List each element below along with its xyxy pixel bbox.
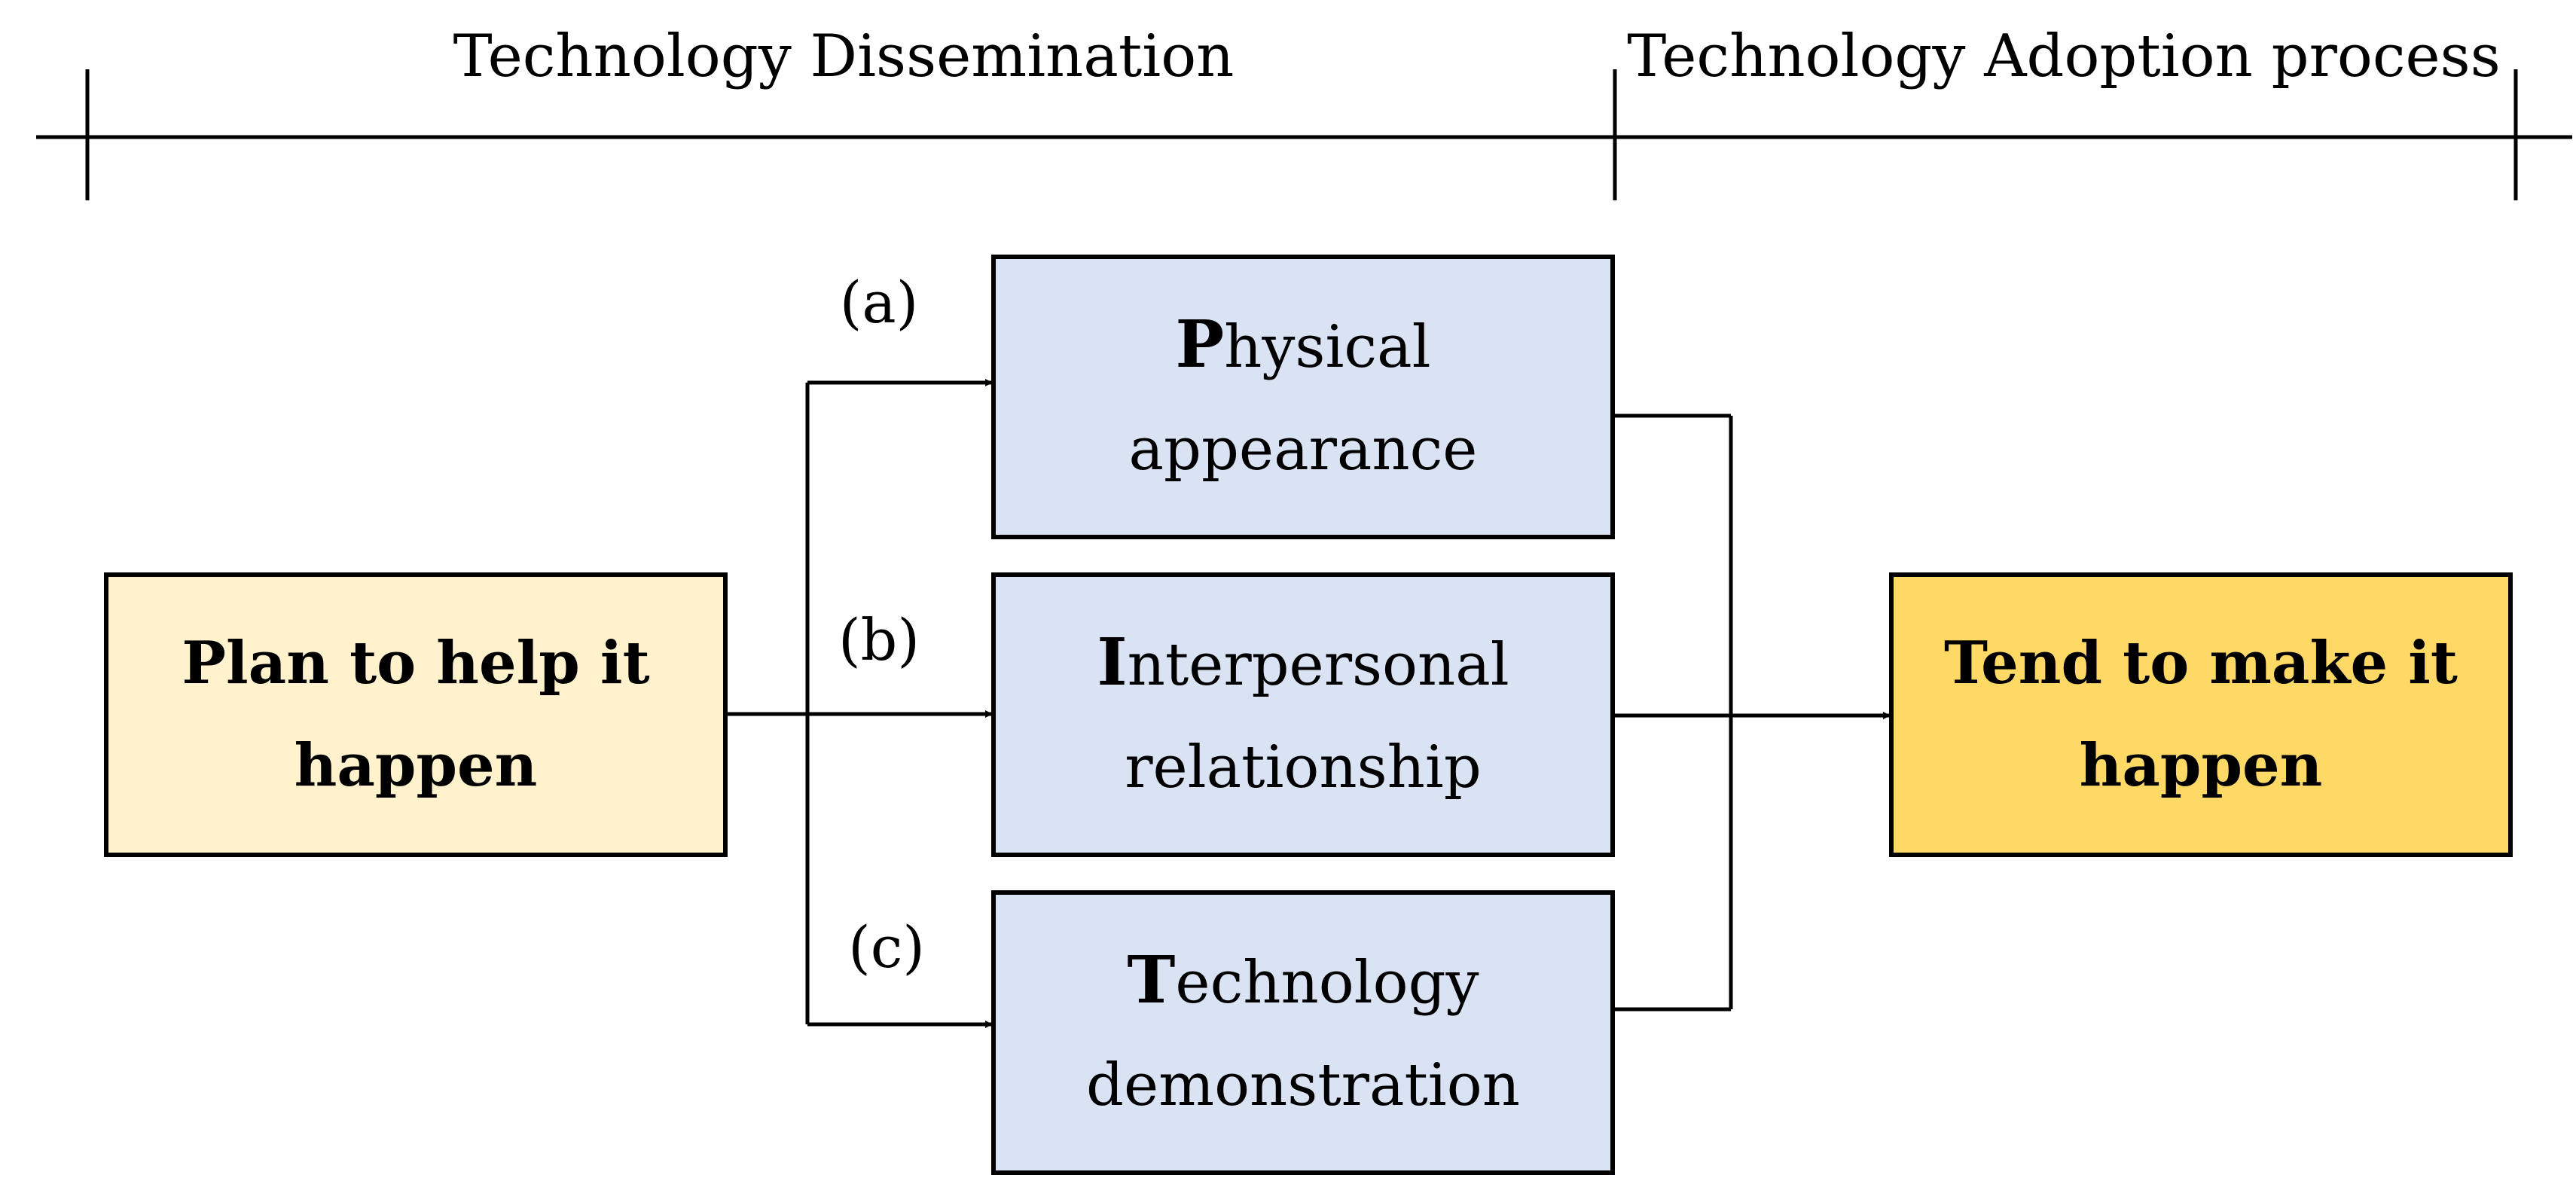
header-label-adoption: Technology Adoption process <box>1627 23 2501 90</box>
branch-box-label: Interpersonal relationship <box>1097 612 1509 819</box>
branch-initial: T <box>1127 941 1176 1018</box>
source-box: Plan to help it happen <box>104 572 728 857</box>
branch-rest: nterpersonal relationship <box>1125 630 1509 801</box>
branch-initial: I <box>1097 624 1128 700</box>
branch-rest: hysical appearance <box>1128 313 1478 484</box>
branch-box-label: Technology demonstration <box>1086 929 1520 1137</box>
branch-box-label: Physical appearance <box>1129 294 1478 501</box>
branch-marker-a: (a) <box>839 269 919 336</box>
branch-marker-c: (c) <box>848 914 925 981</box>
branch-marker-b: (b) <box>838 606 920 673</box>
branch-box-interpersonal-relationship: Interpersonal relationship <box>991 572 1615 857</box>
header-label-dissemination: Technology Dissemination <box>453 23 1235 90</box>
branch-rest: echnology demonstration <box>1086 948 1520 1119</box>
branch-box-technology-demonstration: Technology demonstration <box>991 890 1615 1175</box>
branch-box-physical-appearance: Physical appearance <box>991 255 1615 539</box>
target-box: Tend to make it happen <box>1889 572 2513 857</box>
branch-initial: P <box>1175 306 1225 383</box>
target-box-label: Tend to make it happen <box>1944 629 2458 800</box>
source-box-label: Plan to help it happen <box>182 629 650 800</box>
